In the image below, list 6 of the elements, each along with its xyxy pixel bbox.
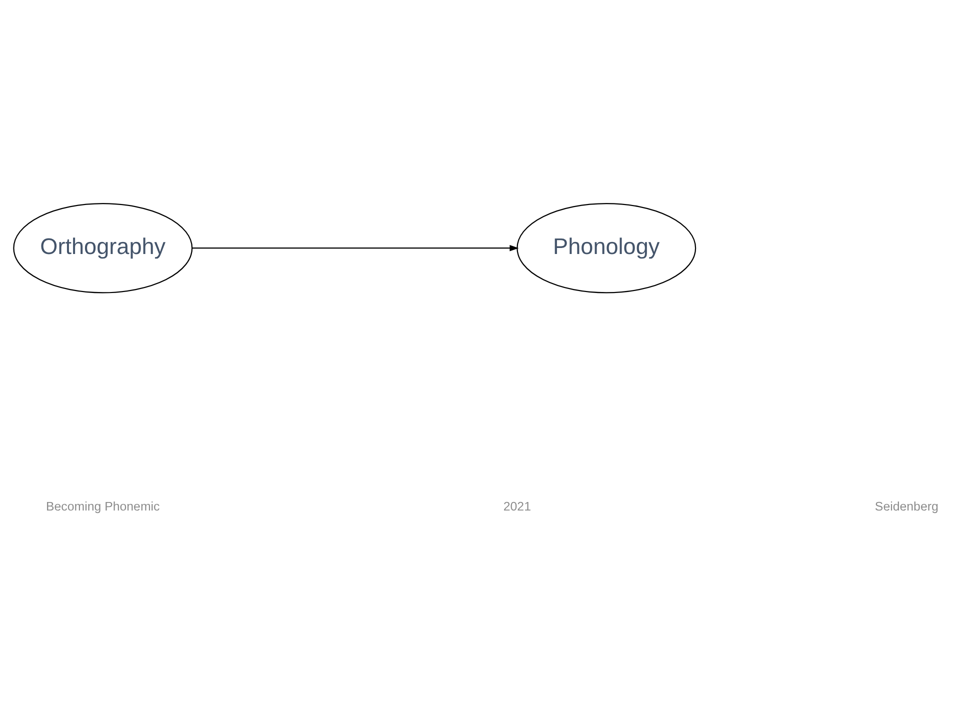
node-ellipse: Phonology <box>516 202 696 293</box>
node-ellipse: Orthography <box>12 202 192 293</box>
arrow <box>192 244 518 251</box>
label: 2021 <box>502 498 530 513</box>
label: Becoming Phonemic <box>45 498 160 513</box>
label: Seidenberg <box>874 498 938 513</box>
